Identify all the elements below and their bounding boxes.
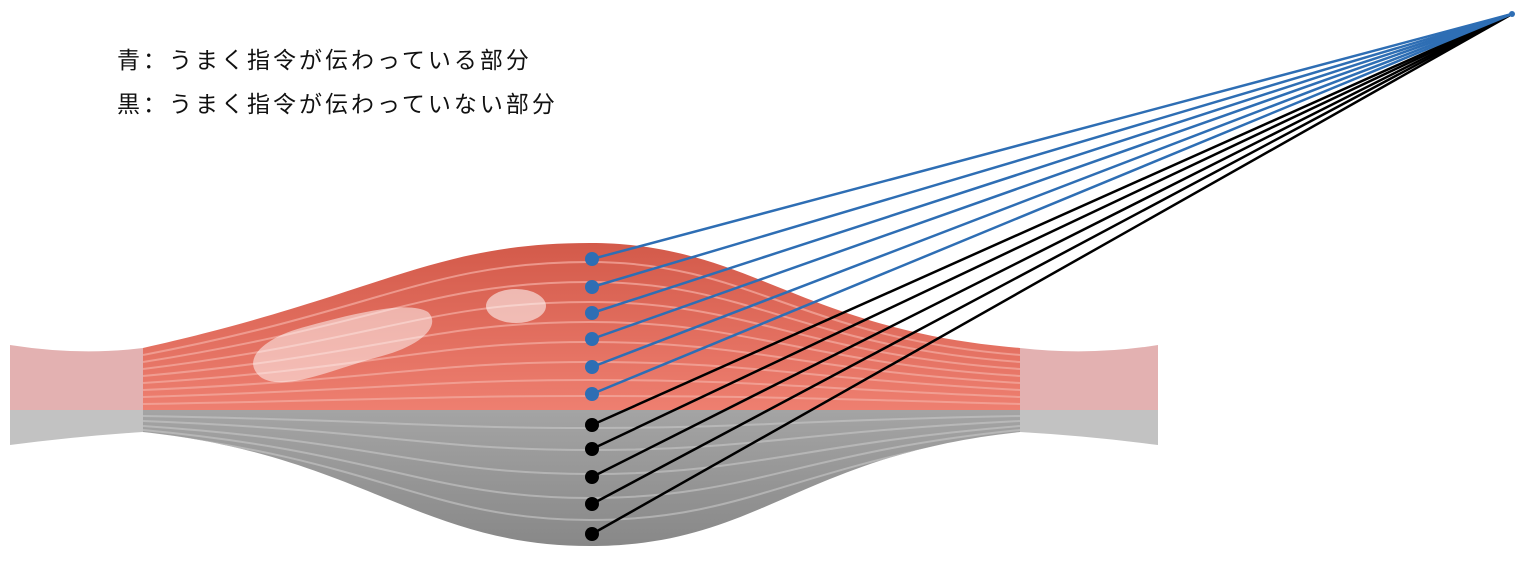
signal-point-fail	[585, 527, 599, 541]
tendon-left-active	[10, 345, 143, 410]
tendon-left-inactive	[10, 410, 143, 445]
signal-source-point	[1509, 11, 1515, 17]
muscle-inactive-region	[143, 410, 1020, 546]
signal-line-fail	[591, 12, 1513, 536]
signal-point-ok	[585, 387, 599, 401]
signal-line-fail	[591, 12, 1513, 427]
signal-point-ok	[585, 360, 599, 374]
signal-line-ok	[591, 12, 1513, 396]
signal-line-ok	[591, 12, 1513, 369]
signal-lines	[591, 12, 1513, 536]
signal-point-ok	[585, 280, 599, 294]
signal-line-ok	[591, 12, 1513, 289]
tendon-right-active	[1020, 345, 1158, 410]
muscle-highlight-large	[253, 307, 433, 383]
signal-line-ok	[591, 12, 1513, 261]
signal-point-fail	[585, 418, 599, 432]
signal-point-fail	[585, 442, 599, 456]
signal-point-ok	[585, 306, 599, 320]
muscle-active-region	[143, 243, 1020, 410]
signal-line-fail	[591, 12, 1513, 451]
legend-blue-text: 青：うまく指令が伝わっている部分	[117, 48, 532, 74]
signal-points	[585, 252, 599, 541]
legend-black-text: 黒：うまく指令が伝わっていない部分	[117, 92, 558, 118]
tendon-right-inactive	[1020, 410, 1158, 445]
signal-line-ok	[591, 12, 1513, 315]
signal-point-fail	[585, 497, 599, 511]
signal-line-fail	[591, 12, 1513, 506]
signal-point-ok	[585, 252, 599, 266]
signal-line-fail	[591, 12, 1513, 479]
fiber-line	[143, 432, 1020, 522]
signal-point-ok	[585, 332, 599, 346]
muscle-highlight-small	[486, 289, 546, 323]
signal-line-ok	[591, 12, 1513, 341]
signal-point-fail	[585, 470, 599, 484]
